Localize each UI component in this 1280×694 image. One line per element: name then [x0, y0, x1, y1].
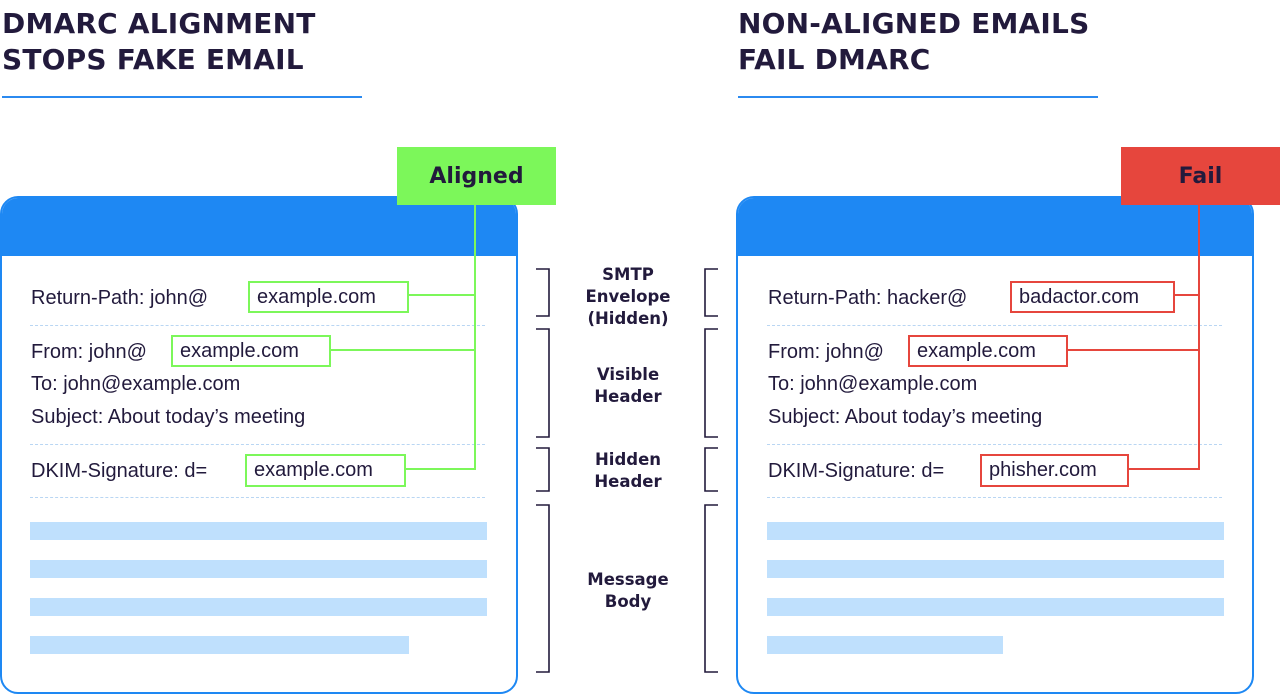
left-connector-return-path: [409, 294, 476, 296]
right-body-bar: [767, 522, 1224, 540]
right-connector-from: [1068, 349, 1200, 351]
right-from-label: From: john@: [768, 341, 884, 363]
bracket-visible-left: [536, 328, 550, 438]
left-body-bar: [30, 636, 409, 654]
right-return-path-label: Return-Path: hacker@: [768, 287, 968, 309]
left-body-bar: [30, 560, 487, 578]
right-heading: NON-ALIGNED EMAILS FAIL DMARC: [738, 6, 1089, 78]
left-return-path-domain: example.com: [248, 281, 409, 313]
bracket-visible-right: [704, 328, 718, 438]
left-body-bar: [30, 598, 487, 616]
left-heading-line-1: DMARC ALIGNMENT: [2, 7, 316, 40]
right-heading-rule: [738, 96, 1098, 98]
right-divider-1: [767, 325, 1222, 326]
right-to-line: To: john@example.com: [768, 373, 978, 395]
right-divider-2: [767, 444, 1222, 445]
bracket-smtp-right: [704, 268, 718, 317]
right-divider-3: [767, 497, 1222, 498]
left-divider-2: [30, 444, 485, 445]
bracket-body-left: [536, 504, 550, 673]
right-dkim-domain: phisher.com: [980, 454, 1129, 487]
section-label-visible-header: Visible Header: [594, 365, 662, 406]
left-connector-vertical: [474, 204, 476, 470]
left-heading-line-2: STOPS FAKE EMAIL: [2, 43, 304, 76]
aligned-badge: Aligned: [397, 147, 556, 205]
left-return-path-label: Return-Path: john@: [31, 287, 209, 309]
left-body-bar: [30, 522, 487, 540]
left-connector-from: [331, 349, 476, 351]
right-body-bar: [767, 560, 1224, 578]
right-heading-line-1: NON-ALIGNED EMAILS: [738, 7, 1090, 40]
right-from-domain: example.com: [908, 335, 1068, 367]
right-body-bar: [767, 636, 1003, 654]
section-label-message-body: Message Body: [587, 570, 669, 611]
left-to-line: To: john@example.com: [31, 373, 241, 395]
left-divider-1: [30, 325, 485, 326]
right-connector-return-path: [1175, 294, 1200, 296]
left-from-label: From: john@: [31, 341, 147, 363]
left-heading-rule: [2, 96, 362, 98]
left-dkim-label: DKIM-Signature: d=: [31, 460, 208, 482]
right-connector-vertical: [1198, 204, 1200, 470]
bracket-body-right: [704, 504, 718, 673]
bracket-hidden-left: [536, 447, 550, 492]
right-return-path-domain: badactor.com: [1010, 281, 1175, 313]
right-body-bar: [767, 598, 1224, 616]
section-label-hidden-header: Hidden Header: [594, 450, 662, 491]
left-subject-line: Subject: About today’s meeting: [31, 406, 306, 428]
right-subject-line: Subject: About today’s meeting: [768, 406, 1043, 428]
left-dkim-domain: example.com: [245, 454, 406, 487]
left-card-header-bar: [2, 198, 516, 256]
bracket-hidden-right: [704, 447, 718, 492]
left-heading: DMARC ALIGNMENT STOPS FAKE EMAIL: [2, 6, 316, 78]
left-connector-dkim: [406, 468, 476, 470]
right-card-header-bar: [738, 198, 1252, 256]
left-from-domain: example.com: [171, 335, 331, 367]
bracket-smtp-left: [536, 268, 550, 317]
right-dkim-label: DKIM-Signature: d=: [768, 460, 945, 482]
fail-badge: Fail: [1121, 147, 1280, 205]
right-heading-line-2: FAIL DMARC: [738, 43, 931, 76]
right-connector-dkim: [1129, 468, 1200, 470]
left-divider-3: [30, 497, 485, 498]
section-label-smtp-envelope: SMTP Envelope (Hidden): [585, 265, 671, 328]
